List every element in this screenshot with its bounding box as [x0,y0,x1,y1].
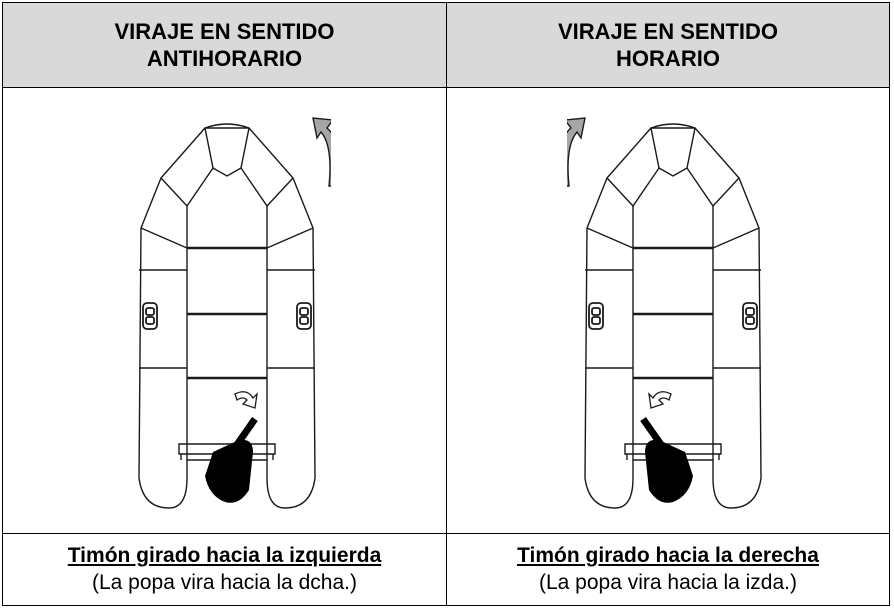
header-cell-left: VIRAJE EN SENTIDO ANTIHORARIO [3,3,446,87]
boat-diagram-right [567,117,762,509]
rudder-turn-arrow-right [648,391,672,409]
oarlock-icon-right [588,302,758,330]
outboard-motor-left [205,416,258,503]
oarlock-icon-left [142,302,312,330]
header-divider [3,87,889,88]
boat-outline-left [138,123,316,509]
rudder-turn-arrow-left [234,391,258,409]
header-right-title: VIRAJE EN SENTIDO HORARIO [557,19,779,71]
caption-cell-right: Timón girado hacia la derecha (La popa v… [447,534,889,605]
caption-left-title: Timón girado hacia la izquierda [67,544,382,567]
turn-direction-arrow-left [312,117,331,187]
caption-right-title: Timón girado hacia la derecha [517,544,819,567]
header-left-title: VIRAJE EN SENTIDO ANTIHORARIO [114,19,335,71]
caption-divider [3,533,889,534]
caption-cell-left: Timón girado hacia la izquierda (La popa… [3,534,446,605]
column-divider [446,3,447,605]
boat-diagram-left [138,117,331,509]
outboard-motor-right [640,416,693,503]
caption-right-note: (La popa vira hacia la izda.) [539,571,797,594]
boat-outline-right [584,123,762,509]
caption-left-note: (La popa vira hacia la dcha.) [92,571,357,594]
turn-direction-arrow-right [567,117,586,187]
header-cell-right: VIRAJE EN SENTIDO HORARIO [447,3,889,87]
